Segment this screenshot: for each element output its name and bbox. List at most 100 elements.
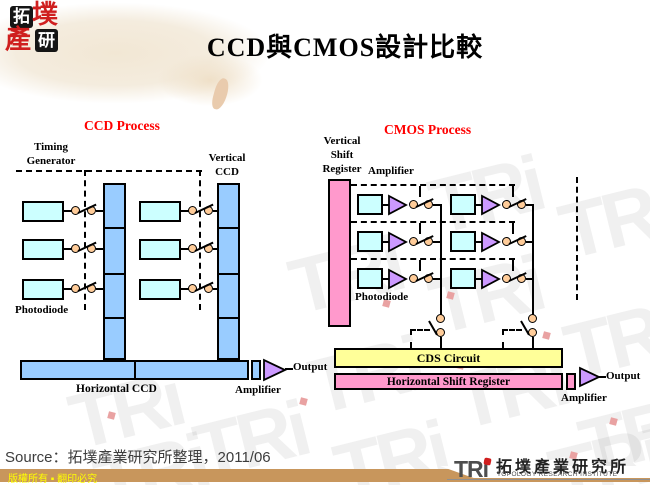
switch-lever	[520, 320, 530, 336]
output-label-cmos: Output	[606, 370, 641, 382]
switch-control-dashed	[419, 260, 421, 271]
photodiode-box	[139, 239, 181, 260]
wire	[96, 248, 104, 250]
switch-control-dashed	[512, 260, 514, 271]
cds-circuit-label: CDS Circuit	[416, 350, 481, 365]
tri-logo-name-zh: 拓墣產業研究所	[496, 459, 630, 476]
wire	[526, 241, 534, 243]
ccd-cell-divider	[105, 317, 124, 319]
wire	[383, 204, 389, 206]
photodiode-box	[22, 239, 64, 260]
row-select-dashed-line	[351, 258, 515, 260]
amplifier-label-ccd: Amplifier	[235, 384, 281, 396]
gate-control-dashed-line	[199, 170, 201, 310]
footer-logo-panel	[440, 466, 650, 478]
output-gate-box	[566, 373, 576, 390]
page-title: CCD與CMOS設計比較	[206, 33, 484, 62]
row-select-dashed-line	[351, 221, 515, 223]
wire	[476, 204, 482, 206]
wire	[599, 376, 606, 378]
switch-control-dashed	[512, 223, 514, 234]
source-text: Source：拓墣產業研究所整理，2011/06	[5, 449, 271, 466]
amplifier-label-cmos-out: Amplifier	[561, 392, 607, 404]
wire	[181, 210, 189, 212]
horizontal-shift-register-bar: Horizontal Shift Register	[334, 373, 563, 390]
output-label-ccd: Output	[293, 361, 328, 373]
wire	[285, 368, 293, 370]
watermark-red-dot	[299, 397, 308, 406]
logo-char-red: 墣	[32, 0, 59, 29]
photodiode-label-cmos: Photodiode	[355, 291, 409, 303]
photodiode-label-ccd: Photodiode	[15, 304, 69, 316]
photodiode-box	[22, 201, 64, 222]
logo-char-red: 產	[5, 25, 32, 54]
switch-control-dashed	[419, 186, 421, 197]
map-taiwan-shape	[210, 76, 231, 112]
switch-control-dashed	[410, 329, 430, 331]
wire	[96, 288, 104, 290]
photodiode-box	[139, 279, 181, 300]
vertical-ccd-label: Vertical CCD	[208, 152, 246, 178]
photodiode-box	[139, 201, 181, 222]
cds-circuit-bar: CDS Circuit	[334, 348, 563, 368]
watermark-red-dot	[609, 417, 618, 426]
wire	[440, 337, 442, 348]
tri-logo-text: TRi	[454, 456, 489, 482]
logo-block-dark: 拓	[10, 6, 33, 28]
switch-control-dashed	[502, 329, 522, 331]
ccd-process-title: CCD Process	[84, 118, 160, 133]
amplifier-label-cmos-top: Amplifier	[368, 165, 414, 177]
wire	[96, 210, 104, 212]
wire	[433, 241, 441, 243]
amplifier-icon	[388, 231, 408, 253]
timing-generator-label: Timing Generator	[26, 141, 76, 167]
column-bus-line	[532, 204, 534, 316]
wire	[433, 204, 441, 206]
ccd-cell-divider	[219, 317, 238, 319]
wire	[526, 204, 534, 206]
switch-control-dashed	[419, 223, 421, 234]
amplifier-icon	[388, 268, 408, 290]
logo-block-dark: 研	[35, 29, 58, 52]
watermark-tri: TRi	[550, 163, 650, 277]
gate-control-dashed-line	[84, 170, 86, 310]
amplifier-icon	[263, 358, 288, 382]
column-bus-line	[440, 204, 442, 316]
row-select-dashed-line	[351, 184, 515, 186]
tri-logo-red-dot-icon	[483, 457, 492, 466]
wire	[476, 278, 482, 280]
vertical-ccd-column	[103, 183, 126, 360]
wire	[181, 288, 189, 290]
wire	[526, 278, 534, 280]
photodiode-box	[450, 268, 476, 289]
switch-contact	[528, 314, 537, 323]
photodiode-box	[357, 194, 383, 215]
amplifier-icon	[481, 231, 501, 253]
amplifier-icon	[481, 268, 501, 290]
wire	[63, 248, 72, 250]
photodiode-box	[22, 279, 64, 300]
wire	[433, 278, 441, 280]
watermark-red-dot	[446, 291, 455, 300]
ccd-cell-divider	[219, 227, 238, 229]
logo-char: 拓	[13, 7, 30, 26]
switch-lever	[428, 320, 438, 336]
logo-char: 研	[38, 31, 55, 50]
ccd-cell-divider	[105, 273, 124, 275]
amplifier-icon	[388, 194, 408, 216]
wire	[213, 210, 218, 212]
footer-logo-underline	[447, 479, 650, 480]
watermark-red-dot	[542, 331, 551, 340]
wire	[383, 278, 389, 280]
wire	[383, 241, 389, 243]
wire	[532, 337, 534, 348]
photodiode-box	[450, 194, 476, 215]
tri-logo-name-en: TOPOLOGY RESEARCH INSTITUTE	[497, 471, 618, 478]
horizontal-ccd-label: Horizontal CCD	[76, 383, 157, 395]
ccd-cell-divider	[105, 227, 124, 229]
column-dashed-line	[576, 177, 578, 300]
amplifier-icon	[481, 194, 501, 216]
ccd-cell-divider	[134, 362, 136, 378]
watermark-red-dot	[107, 411, 116, 420]
timing-bus-dashed-line	[16, 170, 202, 172]
